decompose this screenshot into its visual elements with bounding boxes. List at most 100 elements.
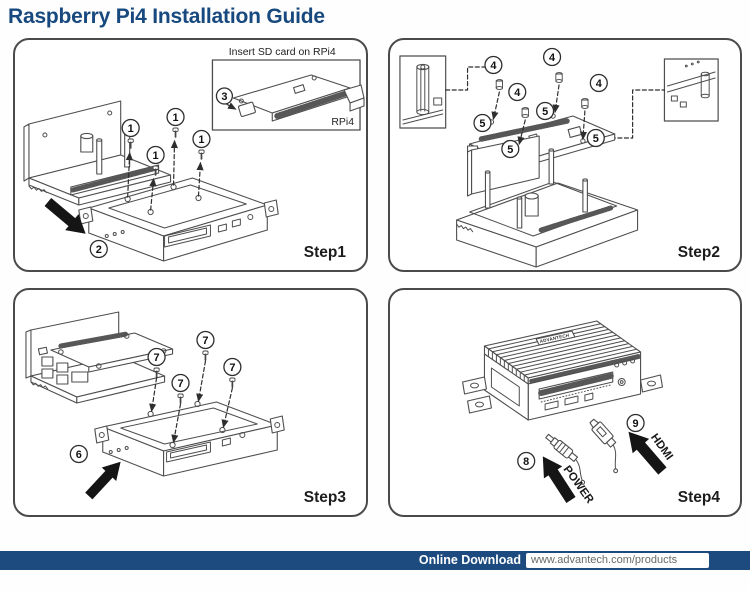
svg-text:9: 9 [633, 418, 639, 430]
screw-icon [172, 127, 180, 138]
callout-5: 5 [586, 128, 605, 148]
dashed-guide-line [171, 403, 182, 444]
dashed-guide-line [170, 139, 178, 186]
callout-4: 4 [508, 82, 527, 102]
step3-illustration: 7 7 7 7 6 [25, 311, 285, 503]
cover-drawing [94, 400, 285, 477]
chassis-drawing [78, 177, 279, 262]
svg-text:4: 4 [490, 60, 497, 72]
svg-text:4: 4 [549, 52, 556, 64]
screw-icon [177, 393, 185, 404]
dashed-guide-line [149, 177, 157, 211]
step2-illustration: 4 4 4 4 5 5 5 5 [399, 47, 719, 268]
screw-guides: 1 1 1 1 [121, 107, 211, 211]
callout-5: 5 [536, 101, 555, 121]
svg-text:4: 4 [514, 87, 521, 99]
dashed-guide-line [517, 119, 526, 146]
callout-3: 3 [215, 87, 234, 105]
dashed-guide-line [552, 84, 560, 114]
svg-text:7: 7 [154, 352, 160, 364]
standoff-detail-inset [399, 55, 447, 129]
svg-text:6: 6 [76, 449, 82, 461]
chassis-base-drawing [456, 135, 639, 268]
callout-2: 2 [89, 239, 108, 259]
screw-icon [228, 377, 236, 388]
callout-7: 7 [223, 357, 242, 377]
svg-text:3: 3 [221, 91, 227, 103]
dashed-guide-line [125, 151, 133, 198]
step2-panel: 4 4 4 4 5 5 5 5 Step2 [388, 38, 742, 272]
screw-icon [201, 350, 209, 361]
step2-label: Step2 [677, 244, 720, 261]
dashed-guide-line [491, 91, 500, 121]
black-arrow-icon [81, 455, 128, 503]
step1-panel: Insert SD card on RPi4 3 RPi4 [13, 38, 368, 272]
assembled-unit-drawing [25, 311, 174, 404]
callout-1: 1 [192, 129, 211, 149]
dashed-guide-line [604, 89, 666, 139]
svg-text:1: 1 [198, 134, 204, 146]
callout-1: 1 [121, 118, 140, 138]
callout-4: 4 [589, 73, 608, 93]
svg-text:7: 7 [177, 378, 183, 390]
standoff-icon [581, 98, 589, 109]
callout-1: 1 [166, 107, 185, 127]
svg-text:5: 5 [593, 133, 599, 145]
callout-8: 8 [517, 451, 536, 471]
cover-screw-guides: 7 7 7 7 [147, 330, 242, 444]
svg-text:5: 5 [507, 144, 513, 156]
step4-panel: ADVANTECH [388, 288, 742, 517]
dashed-guide-line [149, 377, 158, 413]
online-download-badge: Online Download [418, 553, 521, 567]
power-cable-drawing [545, 433, 586, 485]
dashed-guide-line [196, 161, 204, 197]
svg-text:7: 7 [229, 362, 235, 374]
callout-7: 7 [147, 347, 166, 367]
callout-1: 1 [146, 145, 165, 165]
callout-6: 6 [69, 444, 88, 464]
rpi4-board-drawing [232, 74, 365, 122]
download-url: www.advantech.com/products [531, 554, 678, 566]
svg-text:5: 5 [479, 118, 485, 130]
step3-panel: 7 7 7 7 6 Step3 [13, 288, 368, 517]
svg-text:1: 1 [172, 112, 178, 124]
dashed-guide-line [225, 102, 237, 110]
sd-card-inset: Insert SD card on RPi4 3 RPi4 [211, 47, 365, 131]
svg-text:5: 5 [542, 106, 548, 118]
advantech-badge: ADVANTECH [539, 333, 569, 344]
step4-illustration: ADVANTECH [462, 320, 675, 506]
callout-7: 7 [171, 373, 190, 393]
callout-9: 9 [626, 413, 645, 433]
bracket-assembly-drawing [23, 100, 172, 206]
svg-text:1: 1 [153, 150, 159, 162]
callout-4: 4 [542, 47, 562, 67]
svg-text:4: 4 [596, 78, 603, 90]
dashed-guide-line [221, 387, 233, 429]
device-drawing: ADVANTECH [462, 320, 663, 421]
page-title: Raspberry Pi4 Installation Guide [8, 5, 325, 28]
dashed-guide-line [445, 66, 486, 91]
dashed-guide-line [579, 110, 587, 141]
step3-label: Step3 [303, 489, 346, 506]
step1-label: Step1 [303, 244, 346, 261]
standoff-guides: 4 4 4 4 5 5 5 5 [473, 47, 608, 159]
step1-illustration: Insert SD card on RPi4 3 RPi4 [23, 47, 365, 262]
svg-text:7: 7 [202, 335, 208, 347]
hdmi-cable-drawing [589, 418, 619, 474]
dashed-guide-line [196, 360, 207, 403]
step4-label: Step4 [677, 489, 720, 506]
callout-4: 4 [484, 55, 503, 75]
standoff-icon [495, 79, 504, 90]
callout-5: 5 [501, 139, 520, 159]
svg-text:Insert SD card on RPi4: Insert SD card on RPi4 [229, 47, 336, 58]
download-url-box: www.advantech.com/products [526, 553, 709, 568]
callout-5: 5 [473, 113, 492, 133]
callout-7: 7 [196, 330, 215, 350]
svg-text:2: 2 [96, 244, 102, 256]
rpi4-label: RPi4 [331, 117, 354, 128]
screw-icon [197, 149, 205, 160]
svg-text:8: 8 [523, 456, 529, 468]
svg-text:1: 1 [128, 123, 134, 135]
footer-bar: Online Download www.advantech.com/produc… [0, 551, 750, 570]
